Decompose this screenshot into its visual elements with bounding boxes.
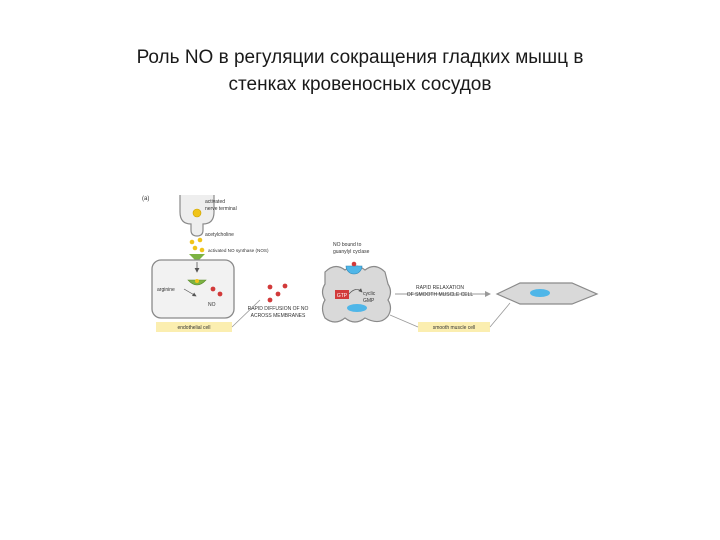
no-synthase-label: activated NO synthase (NOS) xyxy=(208,248,269,253)
endothelial-cell-label-box xyxy=(156,322,232,332)
diffusion-label-2: ACROSS MEMBRANES xyxy=(251,313,306,319)
connector-smooth-muscle-left xyxy=(389,314,419,328)
acetylcholine-label: acetylcholine xyxy=(205,232,234,238)
slide-title-line-2: стенках кровеносных сосудов xyxy=(228,74,492,95)
gtp-label: GTP xyxy=(337,293,348,299)
acetylcholine-receptor xyxy=(189,254,205,262)
endothelial-cell-label: endothelial cell xyxy=(177,325,210,331)
guanylyl-cyclase xyxy=(345,265,363,275)
connector-smooth-muscle-right xyxy=(489,302,511,328)
relaxation-label-2: OF SMOOTH MUSCLE CELL xyxy=(407,292,474,298)
nucleus-contracted xyxy=(347,304,367,312)
smooth-muscle-label-box xyxy=(418,322,490,332)
relaxation-label-1: RAPID RELAXATION xyxy=(416,285,464,291)
cgmp-label-1: cyclic xyxy=(363,291,376,297)
connector-endothelial xyxy=(231,299,261,328)
arginine-label: arginine xyxy=(157,287,175,293)
no-bound-label-2: guanylyl cyclase xyxy=(333,249,370,255)
slide-title-line-1: Роль NO в регуляции сокращения гладких м… xyxy=(136,47,584,68)
nerve-terminal-label-1: activated xyxy=(205,199,225,205)
acetylcholine-molecules xyxy=(189,237,205,253)
no-molecules-intracellular xyxy=(210,286,223,297)
gtp-box xyxy=(335,290,349,299)
synaptic-vesicle xyxy=(192,208,202,218)
smooth-muscle-label: smooth muscle cell xyxy=(433,325,476,331)
nerve-terminal xyxy=(179,195,215,237)
nucleus-relaxed xyxy=(530,289,550,297)
nerve-terminal-label-2: nerve terminal xyxy=(205,206,237,212)
cgmp-label-2: GMP xyxy=(363,298,375,304)
contracted-smooth-muscle-cell xyxy=(321,265,392,323)
no-molecules-diffusing xyxy=(267,283,288,303)
no-label: NO xyxy=(208,302,216,308)
no-bound-label-1: NO bound to xyxy=(333,242,362,248)
diffusion-label-1: RAPID DIFFUSION OF NO xyxy=(248,306,309,312)
endothelial-cell xyxy=(151,259,235,319)
panel-label: (a) xyxy=(142,196,149,202)
slide-title: Роль NO в регуляции сокращения гладких м… xyxy=(40,44,680,98)
